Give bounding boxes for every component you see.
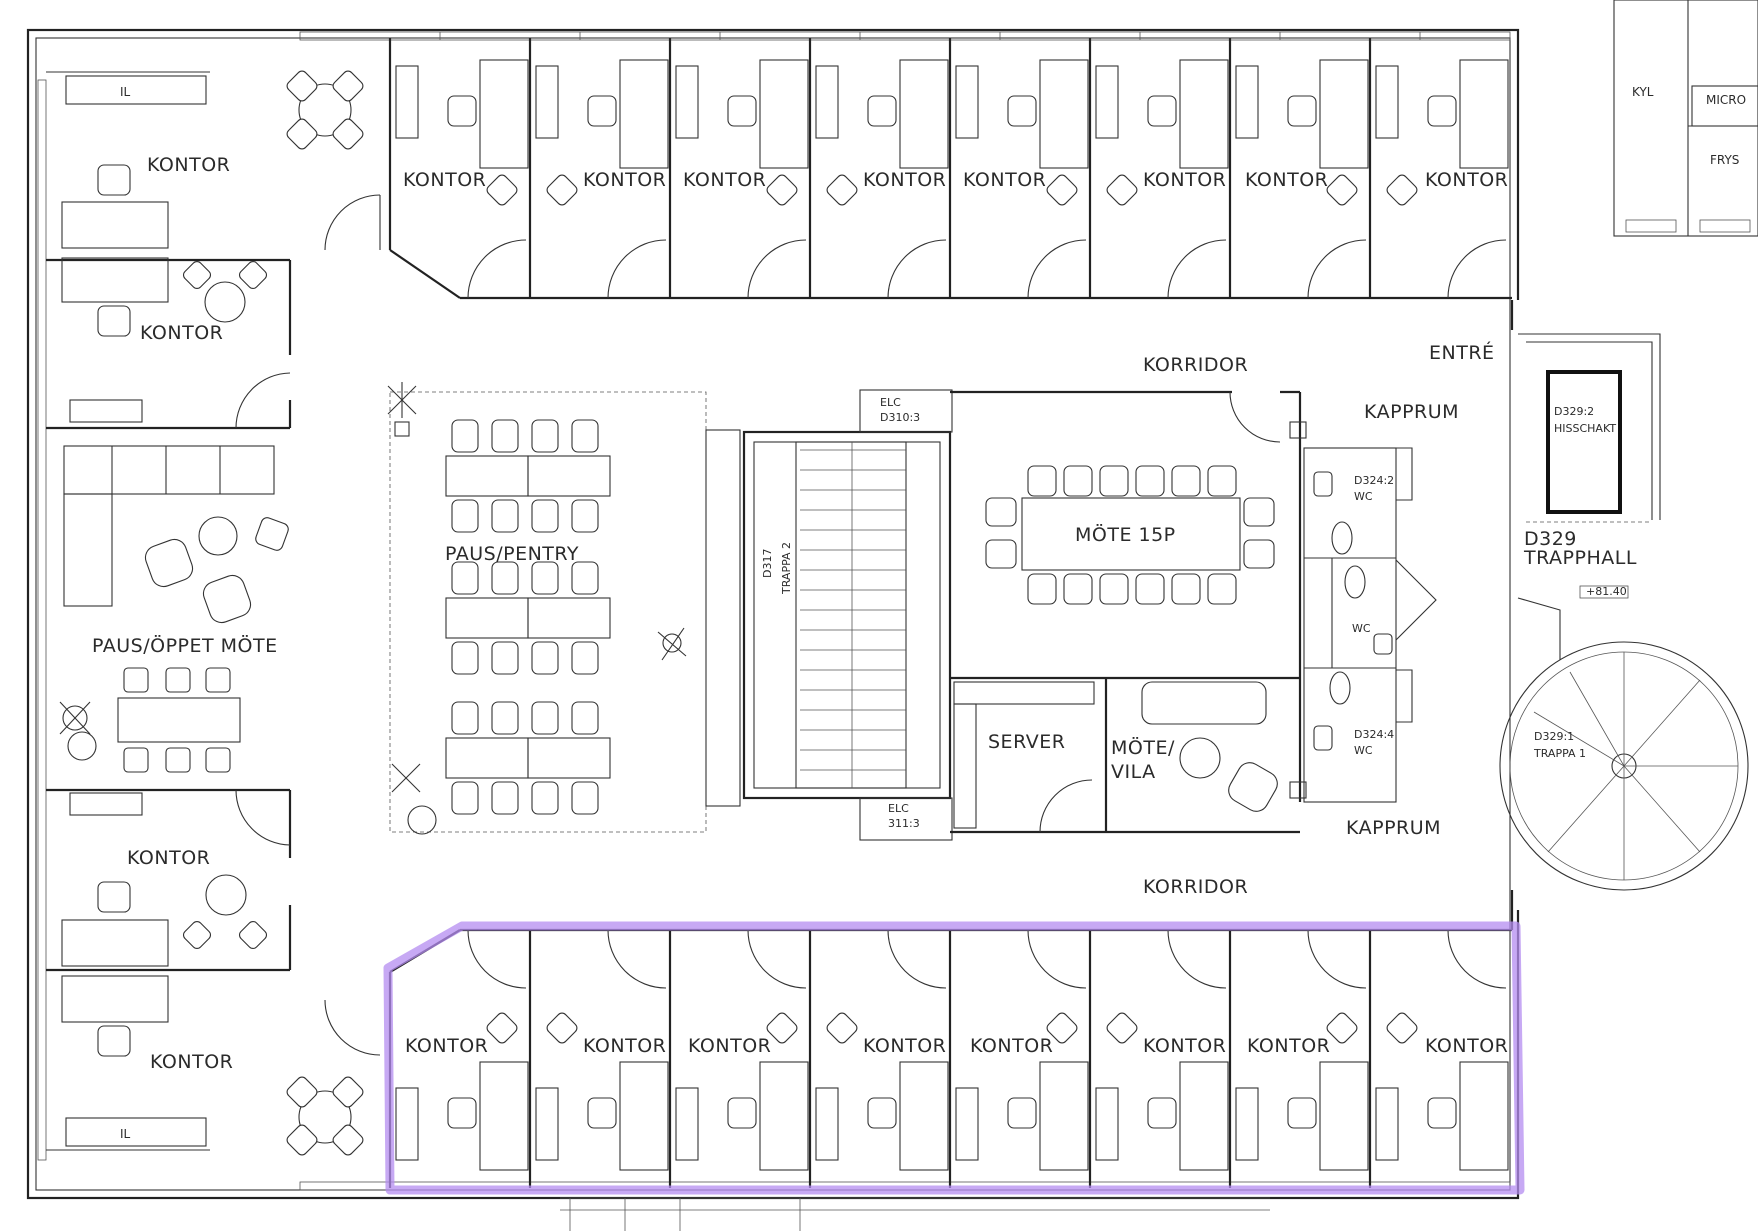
label-trapphall: TRAPPHALL bbox=[1523, 547, 1637, 569]
top-office-row: KONTOR KONTOR KONTOR KONTOR KONTOR KONTO… bbox=[388, 38, 1512, 300]
room-code-d324-4: D324:4 bbox=[1354, 728, 1394, 741]
stair-label-trappa-1: TRAPPA 1 bbox=[1533, 747, 1586, 760]
wc-label: WC bbox=[1354, 490, 1373, 503]
elc-label: ELC bbox=[880, 396, 901, 409]
person-icon bbox=[657, 627, 687, 661]
left-rooms: IL IL KONTOR KONTOR bbox=[46, 70, 381, 1156]
stair-core-trappa-2: ELC D310:3 ELC 311:3 D317 TRAPPA 2 bbox=[742, 389, 953, 841]
room-label-kapprum: KAPPRUM bbox=[1346, 817, 1441, 839]
plant-icon bbox=[59, 701, 97, 761]
elc-code: 311:3 bbox=[888, 817, 920, 830]
bottom-office-row: KONTOR KONTOR KONTOR KONTOR KONTOR KONTO… bbox=[388, 928, 1512, 1188]
il-label: IL bbox=[120, 1127, 131, 1141]
level-marker: +81.40 bbox=[1586, 585, 1627, 598]
highlight-outline bbox=[383, 921, 1525, 1195]
room-code-d317: D317 bbox=[761, 549, 774, 578]
wc-label: WC bbox=[1354, 744, 1373, 757]
room-label-kontor: KONTOR bbox=[140, 322, 223, 344]
stair-label-trappa-2: TRAPPA 2 bbox=[780, 542, 793, 595]
room-label-server: SERVER bbox=[988, 731, 1065, 753]
kitchen-legend: KYL MICRO FRYS bbox=[1613, 0, 1758, 237]
room-label-kontor: KONTOR bbox=[963, 169, 1046, 191]
room-label-kontor: KONTOR bbox=[1425, 169, 1508, 191]
room-label-kontor: KONTOR bbox=[127, 847, 210, 869]
room-label-kontor: KONTOR bbox=[863, 1035, 946, 1057]
entrance-block: ENTRÉ D329:2 HISSCHAKT D329 TRAPPHALL +8… bbox=[1429, 333, 1749, 891]
room-label-kontor: KONTOR bbox=[688, 1035, 771, 1057]
label-korridor: KORRIDOR bbox=[1143, 876, 1248, 898]
elc-label: ELC bbox=[888, 802, 909, 815]
il-label: IL bbox=[120, 85, 131, 99]
plant-icon bbox=[387, 382, 437, 835]
room-label-kontor: KONTOR bbox=[1143, 1035, 1226, 1057]
room-label-kontor: KONTOR bbox=[970, 1035, 1053, 1057]
room-label-kapprum: KAPPRUM bbox=[1364, 401, 1459, 423]
server-and-rest: SERVER MÖTE/ VILA bbox=[950, 678, 1300, 834]
pentry-area: PAUS/PENTRY bbox=[387, 382, 741, 835]
room-label-kontor: KONTOR bbox=[150, 1051, 233, 1073]
wc-label: WC bbox=[1352, 622, 1371, 635]
label-entre: ENTRÉ bbox=[1429, 341, 1495, 364]
room-code-d329-1: D329:1 bbox=[1534, 730, 1574, 743]
room-code-d329-2: D329:2 bbox=[1554, 405, 1594, 418]
label-kyl: KYL bbox=[1632, 85, 1654, 99]
room-label-kontor: KONTOR bbox=[863, 169, 946, 191]
room-label-mote-vila: VILA bbox=[1111, 761, 1156, 783]
wc-block: KAPPRUM KAPPRUM D324:2 WC WC D324:4 WC bbox=[1289, 401, 1459, 839]
label-hisschakt: HISSCHAKT bbox=[1554, 422, 1616, 435]
label-korridor: KORRIDOR bbox=[1143, 354, 1248, 376]
room-label-kontor: KONTOR bbox=[583, 1035, 666, 1057]
elc-code: D310:3 bbox=[880, 411, 920, 424]
room-label-paus-pentry: PAUS/PENTRY bbox=[445, 543, 579, 565]
label-frys: FRYS bbox=[1710, 153, 1739, 167]
room-label-kontor: KONTOR bbox=[683, 169, 766, 191]
room-label-kontor: KONTOR bbox=[1425, 1035, 1508, 1057]
room-label-kontor: KONTOR bbox=[405, 1035, 488, 1057]
room-label-kontor: KONTOR bbox=[403, 169, 486, 191]
room-label-paus-oppet-mote: PAUS/ÖPPET MÖTE bbox=[92, 634, 278, 657]
meeting-room-15p: MÖTE 15P bbox=[950, 390, 1302, 802]
room-label-kontor: KONTOR bbox=[1247, 1035, 1330, 1057]
room-label-kontor: KONTOR bbox=[1245, 169, 1328, 191]
room-label-kontor: KONTOR bbox=[583, 169, 666, 191]
room-label-mote-vila: MÖTE/ bbox=[1111, 736, 1175, 759]
open-lounge: PAUS/ÖPPET MÖTE bbox=[59, 399, 289, 816]
room-label-mote-15p: MÖTE 15P bbox=[1075, 523, 1176, 546]
room-code-d324-2: D324:2 bbox=[1354, 474, 1394, 487]
room-label-kontor: KONTOR bbox=[1143, 169, 1226, 191]
room-label-kontor: KONTOR bbox=[147, 154, 230, 176]
label-micro: MICRO bbox=[1706, 93, 1746, 107]
room-code-d329: D329 bbox=[1524, 528, 1577, 550]
